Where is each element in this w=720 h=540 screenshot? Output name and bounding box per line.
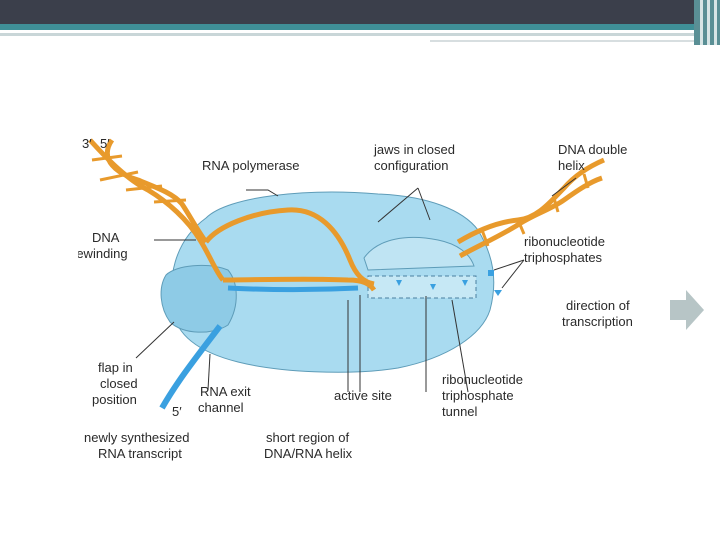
slide-accent-bar [0, 24, 720, 30]
direction-arrow [670, 290, 704, 330]
slide-title-bar [0, 0, 720, 24]
label-5prime: 5′ [100, 136, 110, 151]
label-flap-line3: position [92, 392, 137, 407]
label-tunnel-line3: tunnel [442, 404, 478, 419]
slide-corner-decoration [694, 0, 720, 45]
jaws [363, 236, 475, 271]
rna-exit-strand [159, 324, 223, 410]
label-jaws-line1: jaws in closed [373, 142, 455, 157]
slide-divider-line [0, 33, 720, 36]
triphosphate-tunnel [367, 275, 477, 299]
dna-helix-twist-right [480, 173, 590, 247]
ntp-in-tunnel-3 [462, 280, 468, 286]
label-flap-line1: flap in [98, 360, 133, 375]
label-short-line2: DNA/RNA helix [264, 446, 353, 461]
dna-strand-upstream-b [104, 138, 209, 244]
rna-transcript-in-enzyme [227, 285, 359, 292]
dna-helix-twist-left [91, 154, 187, 204]
label-jaws-line2: configuration [374, 158, 448, 173]
dna-nontemplate-strand [204, 207, 375, 287]
label-direction-line1: direction of [566, 298, 630, 313]
label-active-site: active site [334, 388, 392, 403]
label-ribo-tri-line2: triphosphates [524, 250, 603, 265]
label-tunnel-line2: triphosphate [442, 388, 514, 403]
label-dna-rewinding-line2: rewinding [78, 246, 128, 261]
label-rna-exit-line1: RNA exit [200, 384, 251, 399]
ntp-2 [494, 290, 502, 296]
label-dna-double-line2: helix [558, 158, 585, 173]
label-dna-double-line1: DNA double [558, 142, 627, 157]
leader-lines [135, 177, 577, 393]
label-flap-line2: closed [100, 376, 138, 391]
label-newly-line2: RNA transcript [98, 446, 182, 461]
ntp-in-tunnel-2 [430, 284, 436, 290]
label-short-line1: short region of [266, 430, 349, 445]
flap [160, 265, 237, 333]
label-3prime: 3′ [82, 136, 92, 151]
label-ribo-tri-line1: ribonucleotide [524, 234, 605, 249]
label-rna-exit-line2: channel [198, 400, 244, 415]
label-newly-line1: newly synthesized [84, 430, 190, 445]
diagram-svg: 3′ 5′ RNA polymerase jaws in closed conf… [78, 136, 704, 461]
ntp-in-tunnel-1 [396, 280, 402, 286]
label-direction-line2: transcription [562, 314, 633, 329]
slide-divider-line-short [430, 40, 720, 42]
label-5prime-rna: 5′ [172, 404, 182, 419]
label-rna-polymerase: RNA polymerase [202, 158, 300, 173]
label-dna-rewinding-line1: DNA [92, 230, 120, 245]
ntp-1 [488, 270, 494, 276]
label-tunnel-line1: ribonucleotide [442, 372, 523, 387]
rna-polymerase-diagram: 3′ 5′ RNA polymerase jaws in closed conf… [78, 130, 720, 470]
